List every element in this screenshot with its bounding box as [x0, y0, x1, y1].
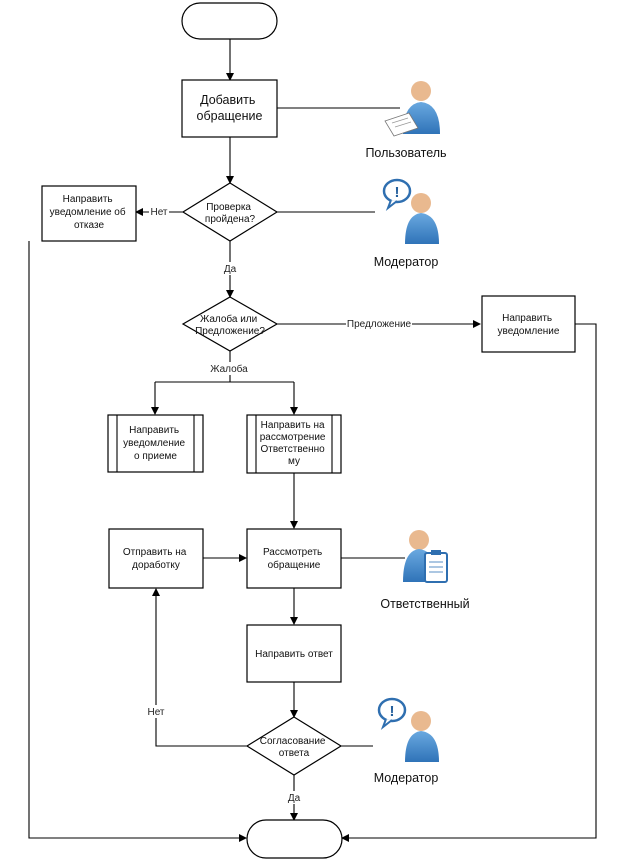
label-bg-no — [149, 205, 169, 218]
moderator2-body — [405, 731, 439, 762]
node-send-to-responsible — [246, 414, 342, 474]
label-bg-no-approval — [145, 705, 167, 718]
user-doc-line1 — [391, 117, 409, 124]
refusal-line1: Направить — [63, 194, 113, 205]
edge-label-no-approval: Нет — [147, 707, 164, 718]
person-with-clipboard-icon — [403, 530, 448, 583]
node-send-answer — [246, 624, 342, 683]
responsible-line2: рассмотрение — [260, 432, 326, 443]
receipt-line2: уведомление — [123, 438, 185, 449]
actor-moderator-label: Модератор — [374, 255, 439, 269]
responsible-line3: Ответственно — [261, 444, 326, 455]
node-send-for-rework-label: Отправить на доработку — [123, 547, 189, 571]
edge-suggestion-end — [341, 323, 597, 842]
review-line1: Рассмотреть — [263, 547, 322, 558]
complaint-line2: Предложение? — [195, 326, 265, 337]
edge-refusal-end — [28, 241, 247, 842]
node-add-request-label: Добавить обращение — [197, 93, 263, 123]
user-head — [411, 81, 431, 101]
node-review-request-label: Рассмотреть обращение — [263, 547, 325, 571]
person-with-document-icon — [384, 81, 440, 137]
node-approve-answer — [245, 716, 343, 776]
suggestion-line1: Направить — [502, 313, 552, 324]
node-notify-receipt — [107, 414, 204, 473]
end-terminator — [246, 819, 343, 859]
check-line2: пройдена? — [205, 214, 256, 225]
node-notify-suggestion-label: Направить уведомление — [498, 313, 560, 337]
actor-user-label: Пользователь — [365, 146, 446, 160]
node-send-answer-label: Направить ответ — [255, 649, 333, 660]
start-terminator — [181, 2, 278, 40]
moderator2-exclamation: ! — [390, 703, 395, 720]
edge-label-yes-approval: Да — [288, 793, 301, 804]
node-check — [181, 182, 279, 242]
node-send-to-responsible-label: Направить на рассмотрение Ответственно м… — [260, 420, 329, 467]
node-complaint-or-suggestion — [181, 296, 279, 352]
node-notify-suggestion — [481, 295, 576, 353]
add-request-line1: Добавить — [200, 93, 255, 107]
label-bg-yes-approval — [285, 791, 303, 804]
approve-line1: Согласование — [260, 736, 326, 747]
add-request-line2: обращение — [197, 109, 263, 123]
node-approve-answer-label: Согласование ответа — [260, 736, 329, 759]
label-bg-suggestion — [346, 317, 412, 330]
actor-responsible-label: Ответственный — [380, 597, 469, 611]
moderator2-head — [411, 711, 431, 731]
node-add-request — [181, 79, 278, 138]
responsible-line4: му — [288, 456, 300, 467]
rework-line1: Отправить на — [123, 547, 187, 558]
moderator-head — [411, 193, 431, 213]
check-line1: Проверка — [206, 202, 251, 213]
node-review-request — [246, 528, 342, 589]
edge-label-complaint: Жалоба — [210, 363, 248, 375]
moderator2-bubble-tail — [380, 718, 393, 730]
label-bg-complaint — [208, 362, 250, 375]
user-document — [384, 112, 419, 137]
node-check-label: Проверка пройдена? — [205, 202, 256, 225]
moderator-exclamation: ! — [395, 184, 400, 201]
suggestion-line2: уведомление — [498, 326, 560, 337]
refusal-line2: уведомление об — [50, 206, 126, 218]
node-complaint-label: Жалоба или Предложение? — [195, 313, 265, 337]
review-line2: обращение — [268, 559, 321, 571]
refusal-line3: отказе — [74, 220, 104, 231]
responsible-line1: Направить на — [261, 420, 325, 431]
responsible-head — [409, 530, 429, 550]
node-notify-refusal-label: Направить уведомление об отказе — [50, 194, 129, 231]
label-bg-yes — [221, 262, 239, 275]
receipt-line3: о приеме — [134, 451, 177, 462]
responsible-clip — [431, 550, 441, 555]
edge-label-yes: Да — [224, 264, 237, 275]
person-with-exclamation-bubble-icon: ! — [377, 697, 439, 762]
edge-label-no: Нет — [150, 207, 167, 218]
rework-line2: доработку — [132, 559, 180, 571]
node-notify-receipt-label: Направить уведомление о приеме — [123, 425, 188, 462]
node-notify-refusal — [41, 185, 137, 242]
edge-approval-rework — [152, 588, 247, 747]
moderator-body — [405, 213, 439, 244]
receipt-line1: Направить — [129, 425, 179, 436]
edge-label-suggestion: Предложение — [347, 319, 412, 330]
complaint-line1: Жалоба или — [200, 313, 257, 325]
actor-moderator2-label: Модератор — [374, 771, 439, 785]
approve-line2: ответа — [279, 748, 310, 759]
moderator-bubble-tail — [385, 199, 398, 211]
node-send-for-rework — [108, 528, 204, 589]
user-doc-line2 — [394, 121, 412, 128]
person-with-exclamation-bubble-icon: ! — [382, 178, 439, 244]
